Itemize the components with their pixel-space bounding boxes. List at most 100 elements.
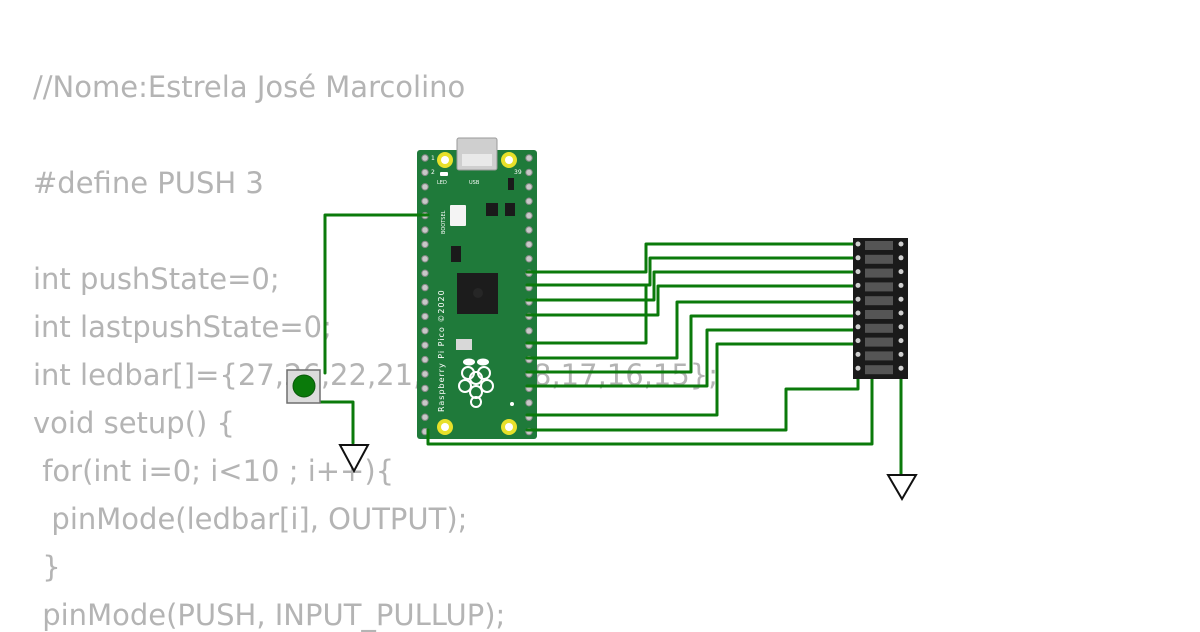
code-line-8: void setup() { bbox=[33, 406, 235, 440]
led-segment bbox=[865, 365, 893, 375]
ground-symbol-bargraph bbox=[886, 474, 918, 501]
led-segment-pin[interactable] bbox=[855, 351, 861, 357]
pico-pin[interactable] bbox=[525, 168, 533, 177]
led-segment-pin[interactable] bbox=[855, 365, 861, 371]
led-segment-pin[interactable] bbox=[898, 296, 904, 302]
led-segment-pin[interactable] bbox=[855, 241, 861, 247]
pico-pin[interactable] bbox=[525, 226, 533, 234]
pico-pin[interactable] bbox=[421, 370, 429, 378]
code-line-5: int pushState=0; bbox=[33, 262, 280, 296]
pico-pin[interactable] bbox=[421, 327, 429, 335]
pico-pin[interactable] bbox=[421, 341, 429, 349]
pico-pin[interactable] bbox=[525, 327, 533, 335]
led-segment bbox=[865, 310, 893, 319]
led-segment-pin[interactable] bbox=[855, 282, 861, 288]
onboard-led bbox=[440, 172, 448, 176]
pico-pin[interactable] bbox=[525, 399, 533, 407]
mounting-hole-center bbox=[505, 423, 513, 431]
led-segment-pin[interactable] bbox=[898, 241, 904, 247]
led-segment-pin[interactable] bbox=[898, 282, 904, 288]
led-segment-pin[interactable] bbox=[855, 296, 861, 302]
led-segment-pin[interactable] bbox=[898, 324, 904, 330]
led-segment-pin[interactable] bbox=[898, 365, 904, 371]
pin39-label: 39 bbox=[514, 169, 522, 176]
smd-crystal bbox=[456, 339, 472, 350]
pin2-label: 2 bbox=[431, 169, 435, 176]
code-line-12: pinMode(PUSH, INPUT_PULLUP); bbox=[33, 598, 506, 632]
pico-board[interactable]: 1 2 39 LED USB BOOTSEL Raspberry bbox=[417, 137, 537, 439]
led-segment-pin[interactable] bbox=[898, 310, 904, 316]
pico-pin[interactable] bbox=[525, 197, 533, 205]
pico-pin[interactable] bbox=[421, 240, 429, 249]
wire-pico-gp3-to-button[interactable] bbox=[323, 213, 430, 375]
led-segment-pin[interactable] bbox=[898, 351, 904, 357]
code-line-9: for(int i=0; i<10 ; i++){ bbox=[33, 454, 395, 488]
usb-connector-inner bbox=[462, 154, 492, 166]
led-segment bbox=[865, 351, 893, 361]
debug-pad bbox=[510, 402, 514, 406]
led-segment-pin[interactable] bbox=[855, 269, 861, 275]
led-segment-pin[interactable] bbox=[898, 338, 904, 344]
pico-pin[interactable] bbox=[421, 197, 429, 205]
led-segment-pin[interactable] bbox=[898, 255, 904, 261]
pico-pin[interactable] bbox=[525, 240, 533, 249]
pico-pin[interactable] bbox=[525, 183, 533, 191]
pico-pin[interactable] bbox=[525, 255, 533, 263]
pushbutton-cap[interactable] bbox=[292, 374, 316, 398]
led-segment bbox=[865, 296, 893, 306]
pico-pin[interactable] bbox=[421, 255, 429, 263]
board-name-label: Raspberry Pi Pico ©2020 bbox=[437, 289, 446, 412]
led-segment bbox=[865, 241, 893, 250]
led-segment-pin[interactable] bbox=[855, 324, 861, 330]
pico-pin[interactable] bbox=[421, 183, 429, 191]
code-line-1: //Nome:Estrela José Marcolino bbox=[33, 70, 466, 104]
wire-gp15-to-led10[interactable] bbox=[426, 370, 874, 446]
pico-pin[interactable] bbox=[421, 355, 429, 364]
pico-pin[interactable] bbox=[421, 413, 429, 421]
led-segment-pin[interactable] bbox=[855, 310, 861, 316]
pico-pin[interactable] bbox=[421, 298, 429, 306]
wire-gp20-stub[interactable] bbox=[525, 285, 648, 345]
led-bar-segments bbox=[855, 241, 904, 375]
mounting-hole-center bbox=[505, 156, 513, 164]
smd-component bbox=[505, 203, 515, 216]
code-line-6: int lastpushState=0; bbox=[33, 310, 332, 344]
code-line-10: pinMode(ledbar[i], OUTPUT); bbox=[33, 502, 468, 536]
pico-pin[interactable] bbox=[421, 226, 429, 234]
pico-pin[interactable] bbox=[421, 154, 429, 162]
led-segment-pin[interactable] bbox=[855, 338, 861, 344]
smd-component bbox=[486, 203, 498, 216]
pico-pin[interactable] bbox=[421, 168, 429, 177]
usb-label: USB bbox=[469, 180, 480, 186]
wire-gp20-to-led5[interactable] bbox=[525, 300, 860, 360]
wire-gp18-to-led7[interactable] bbox=[525, 328, 860, 388]
wire-gp17-to-led8[interactable] bbox=[525, 342, 860, 417]
raspberry-logo bbox=[458, 358, 494, 408]
led-segment bbox=[865, 268, 893, 278]
pico-pin[interactable] bbox=[421, 312, 429, 321]
pico-pin[interactable] bbox=[421, 384, 429, 393]
pico-pin[interactable] bbox=[421, 269, 429, 277]
ground-symbol-button bbox=[338, 444, 370, 474]
wire-gp27-to-led1[interactable] bbox=[525, 242, 860, 274]
wire-gp19-to-led6[interactable] bbox=[525, 314, 860, 374]
pico-pin[interactable] bbox=[421, 283, 429, 292]
led-segment-pin[interactable] bbox=[898, 269, 904, 275]
wire-gp22-to-led3[interactable] bbox=[525, 270, 860, 302]
wire-button-to-ground[interactable] bbox=[318, 400, 355, 445]
led-bar-graph[interactable] bbox=[853, 238, 908, 379]
led-segment-pin[interactable] bbox=[855, 255, 861, 261]
pico-pin[interactable] bbox=[525, 211, 533, 220]
led-segment bbox=[865, 323, 893, 333]
led-segment bbox=[865, 254, 893, 264]
smd-component bbox=[451, 246, 461, 262]
led-segment bbox=[865, 337, 893, 347]
wire-gp21-to-led4[interactable] bbox=[525, 284, 860, 317]
wire-gp26-to-led2[interactable] bbox=[525, 256, 860, 287]
wire-group bbox=[318, 213, 903, 480]
pico-pin[interactable] bbox=[421, 399, 429, 407]
bootsel-button[interactable] bbox=[450, 205, 466, 226]
pico-pin[interactable] bbox=[525, 154, 533, 162]
pin1-label: 1 bbox=[431, 155, 435, 162]
pushbutton[interactable] bbox=[286, 369, 321, 404]
